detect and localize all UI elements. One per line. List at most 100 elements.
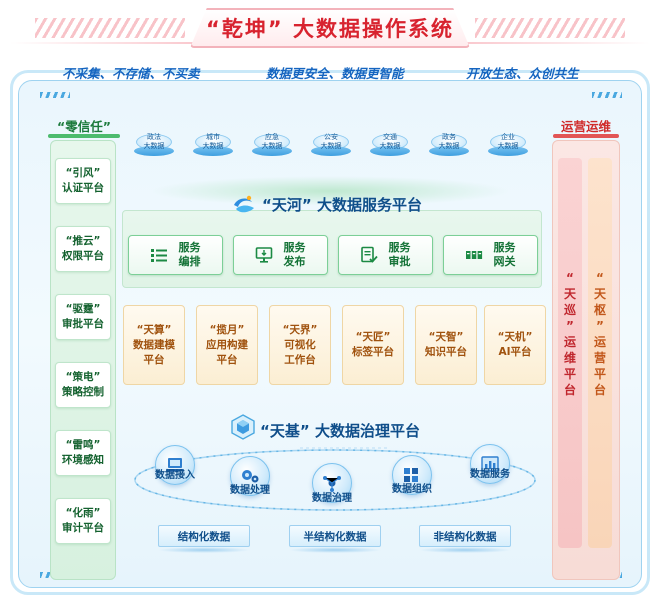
card-desc: 审计平台 xyxy=(62,522,104,534)
card-desc: 环境感知 xyxy=(62,454,104,466)
platform-card-tiansuan: “天算” 数据建模 平台 xyxy=(123,305,185,385)
platform-desc: 平台 xyxy=(216,353,238,366)
data-source-disk xyxy=(193,125,233,165)
tianhe-glow xyxy=(150,176,510,206)
platform-name: “天算” xyxy=(136,323,172,336)
card-name: “策电” xyxy=(65,371,101,383)
tianhe-logo-icon xyxy=(234,195,254,213)
process-orbit xyxy=(134,447,536,511)
data-source-disk xyxy=(370,125,410,165)
process-label: 数据接入 xyxy=(155,470,195,481)
card-name: “雷鸣” xyxy=(65,439,101,451)
desc-char: 台 xyxy=(593,383,606,397)
zero-trust-label: “零信任” xyxy=(57,119,111,134)
platform-desc: 数据建模 xyxy=(133,338,175,351)
process-node-organize xyxy=(392,455,432,495)
quote-mark: “ xyxy=(596,271,604,285)
service-card-approval: 服务审批 xyxy=(338,235,433,275)
data-source-disk xyxy=(311,125,351,165)
card-desc: 审批平台 xyxy=(62,318,104,330)
data-type-label: 半结构化数据 xyxy=(303,530,367,543)
data-type-shadow xyxy=(289,547,381,553)
data-type-unstructured: 非结构化数据 xyxy=(419,525,511,547)
ops-bar xyxy=(553,134,619,138)
platform-card-tianjie: “天界” 可视化 工作台 xyxy=(269,305,331,385)
process-node-governance xyxy=(312,463,352,503)
security-card-leiming: “雷鸣” 环境感知 xyxy=(55,430,111,476)
service-card-publish: 服务发布 xyxy=(233,235,328,275)
title-decoration-right xyxy=(475,18,625,38)
tianxun-platform-label: “ 天 巡 ” 运 维 平 台 xyxy=(558,270,582,398)
desc-char: 台 xyxy=(563,383,576,397)
tianxun-column xyxy=(558,158,582,548)
name-char: 枢 xyxy=(593,303,606,317)
security-card-quting: “驱霆” 审批平台 xyxy=(55,294,111,340)
card-desc: 认证平台 xyxy=(62,182,104,194)
desc-char: 维 xyxy=(563,351,576,365)
tianshu-column xyxy=(588,158,612,548)
page-title: “乾坤” 大数据操作系统 xyxy=(206,17,454,41)
process-label: 数据处理 xyxy=(230,485,270,496)
bar-chart-icon xyxy=(481,456,499,472)
desc-char: 平 xyxy=(563,367,576,381)
slogan-2: 数据更安全、数据更智能 xyxy=(266,66,404,81)
platform-name: “天匠” xyxy=(355,331,391,343)
process-node-ingest xyxy=(155,445,195,485)
quote-mark: “ xyxy=(566,271,574,285)
data-source-disk xyxy=(134,125,174,165)
name-char: 天 xyxy=(563,287,576,301)
data-source-disk xyxy=(252,125,292,165)
data-type-label: 非结构化数据 xyxy=(433,530,497,543)
card-name: “驱霆” xyxy=(65,303,101,315)
platform-desc: 工作台 xyxy=(284,353,316,366)
card-name: “推云” xyxy=(65,235,101,247)
card-name: “引风” xyxy=(65,167,101,179)
document-check-icon xyxy=(360,246,378,263)
platform-card-lanyue: “揽月” 应用构建 平台 xyxy=(196,305,258,385)
desc-char: 平 xyxy=(593,367,606,381)
service-label: 服务发布 xyxy=(283,241,306,268)
service-label: 服务网关 xyxy=(493,241,516,268)
platform-desc: 平台 xyxy=(143,353,165,366)
platform-name: “揽月” xyxy=(209,323,245,336)
platform-name: “天智” xyxy=(428,331,464,343)
data-source-disk xyxy=(429,125,469,165)
laptop-icon xyxy=(166,458,184,472)
frame-tick xyxy=(40,92,70,98)
slogan-1: 不采集、不存储、不买卖 xyxy=(62,66,200,81)
slogan-3: 开放生态、众创共生 xyxy=(466,66,579,81)
title-decoration-left xyxy=(35,18,185,38)
zero-trust-bar xyxy=(48,134,120,138)
tianhe-title: “天河” 大数据服务平台 xyxy=(262,196,422,214)
platform-name: “天机” xyxy=(497,331,533,343)
platform-desc: 知识平台 xyxy=(425,346,467,358)
data-source-label: 公安大数据 xyxy=(320,133,342,150)
process-node-service xyxy=(470,444,510,484)
process-label: 数据组织 xyxy=(392,484,432,495)
data-type-shadow xyxy=(158,547,250,553)
cube-icon xyxy=(404,468,418,482)
list-icon xyxy=(150,249,167,262)
data-source-label: 城市大数据 xyxy=(202,133,224,150)
data-type-structured: 结构化数据 xyxy=(158,525,250,547)
data-type-label: 结构化数据 xyxy=(177,530,231,543)
network-icon xyxy=(323,476,341,492)
process-label: 数据服务 xyxy=(470,469,510,480)
gears-icon xyxy=(242,470,259,483)
platform-desc: 可视化 xyxy=(284,338,316,351)
card-name: “化雨” xyxy=(65,507,101,519)
service-card-orchestration: 服务编排 xyxy=(128,235,223,275)
tianji-logo-icon xyxy=(231,414,255,440)
security-card-cedian: “策电” 策略控制 xyxy=(55,362,111,408)
data-source-label: 政法大数据 xyxy=(143,133,165,150)
data-type-semistructured: 半结构化数据 xyxy=(289,525,381,547)
data-source-label: 应急大数据 xyxy=(261,133,283,150)
platform-desc: AI平台 xyxy=(498,346,532,358)
platform-card-tianzhi: “天智” 知识平台 xyxy=(415,305,477,385)
data-source-label: 交通大数据 xyxy=(379,133,401,150)
name-char: 巡 xyxy=(563,303,576,317)
security-card-tuiyun: “推云” 权限平台 xyxy=(55,226,111,272)
quote-mark: ” xyxy=(596,319,604,333)
tianji-title: “天基” 大数据治理平台 xyxy=(260,422,420,440)
